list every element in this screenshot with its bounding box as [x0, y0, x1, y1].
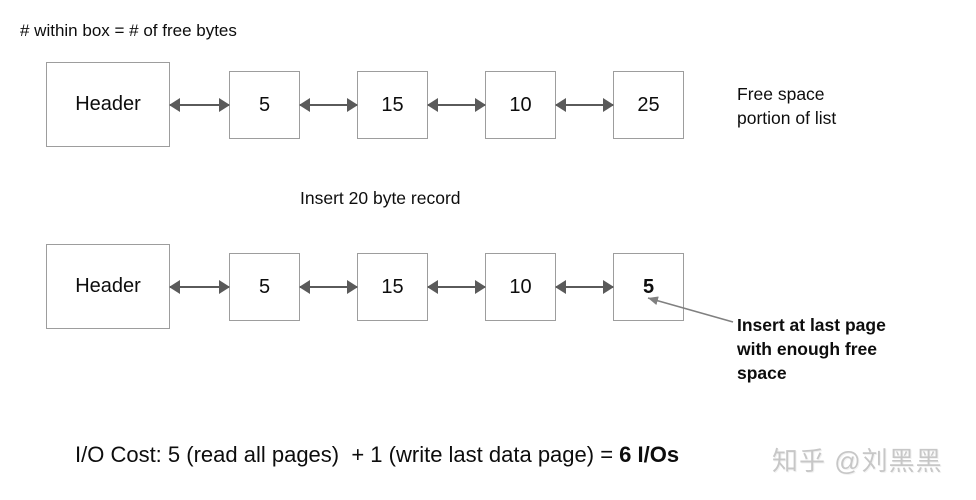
- watermark-text: 知乎 @刘黑黑: [772, 446, 943, 476]
- after-page-box-1: 5: [229, 253, 300, 321]
- before-page-free-bytes-2: 15: [381, 93, 404, 116]
- after-page-free-bytes-1: 5: [258, 275, 271, 298]
- double-arrow-icon: [555, 98, 614, 111]
- double-arrow-icon: [169, 98, 230, 111]
- after-page-free-bytes-4: 5: [642, 275, 655, 298]
- before-page-free-bytes-4: 25: [637, 93, 660, 116]
- after-page-box-4-updated: 5: [613, 253, 684, 321]
- insert-record-note: Insert 20 byte record: [300, 188, 461, 208]
- before-page-free-bytes-1: 5: [258, 93, 271, 116]
- double-arrow-icon: [427, 98, 486, 111]
- before-page-box-2: 15: [357, 71, 428, 139]
- io-cost-result: 6 I/Os: [619, 442, 680, 467]
- before-page-box-3: 10: [485, 71, 556, 139]
- after-page-box-3: 10: [485, 253, 556, 321]
- after-page-box-2: 15: [357, 253, 428, 321]
- double-arrow-icon: [299, 280, 358, 293]
- after-header-box: Header: [46, 244, 170, 329]
- double-arrow-icon: [299, 98, 358, 111]
- before-header-box: Header: [46, 62, 170, 147]
- before-page-box-4: 25: [613, 71, 684, 139]
- after-page-free-bytes-2: 15: [381, 275, 404, 298]
- after-header-label: Header: [75, 275, 141, 297]
- double-arrow-icon: [427, 280, 486, 293]
- free-space-list-label: Free space portion of list: [737, 84, 837, 128]
- before-page-free-bytes-3: 10: [509, 93, 532, 116]
- callout-arrow-icon: [647, 296, 734, 323]
- double-arrow-icon: [555, 280, 614, 293]
- double-arrow-icon: [169, 280, 230, 293]
- io-cost-text: I/O Cost: 5 (read all pages) + 1 (write …: [75, 442, 620, 467]
- insert-callout-label: Insert at last page with enough free spa…: [737, 315, 886, 383]
- io-cost-line: I/O Cost: 5 (read all pages) + 1 (write …: [75, 441, 679, 468]
- before-header-label: Header: [75, 93, 141, 115]
- after-page-free-bytes-3: 10: [509, 275, 532, 298]
- legend-note: # within box = # of free bytes: [20, 21, 237, 40]
- before-page-box-1: 5: [229, 71, 300, 139]
